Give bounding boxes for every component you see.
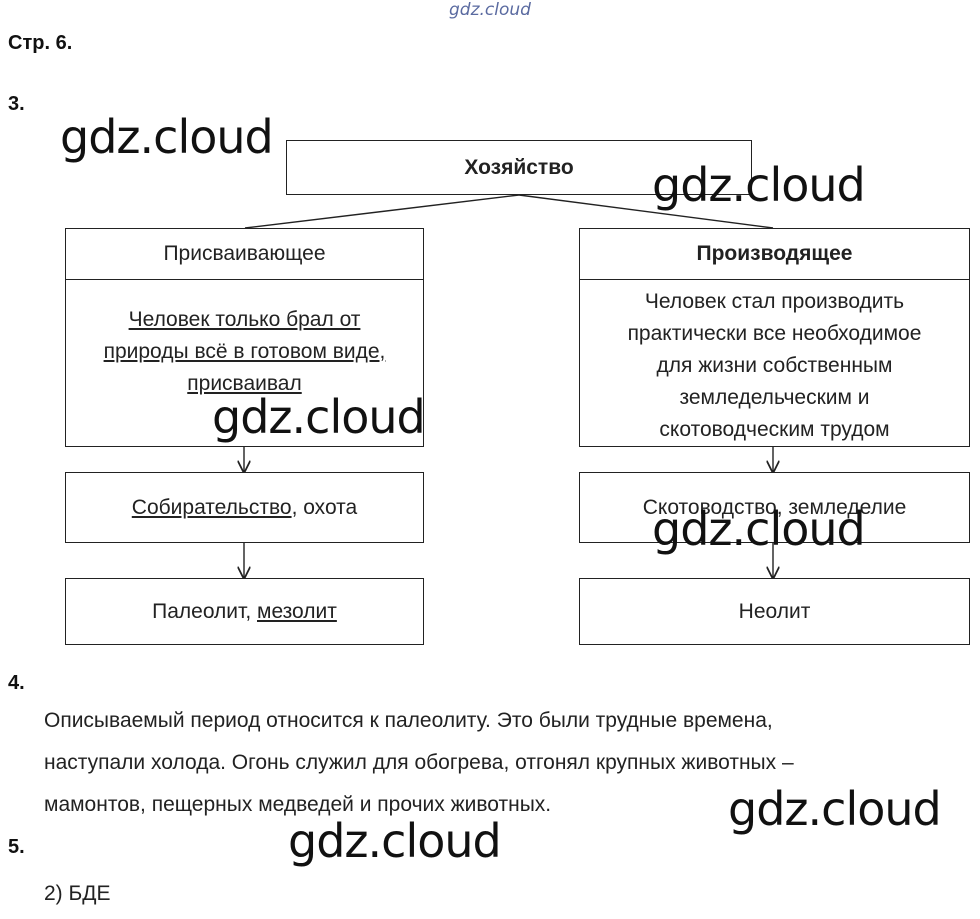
task-4-number: 4. (8, 672, 25, 694)
page-label: Стр. 6. (8, 32, 73, 54)
watermark: gdz.cloud (652, 158, 866, 212)
root-label: Хозяйство (464, 155, 574, 179)
connector-root-left (244, 194, 520, 229)
task-4-line: мамонтов, пещерных медведей и прочих жив… (44, 793, 552, 816)
task-5-answer: 2) БДЕ (44, 882, 111, 905)
task-5-number: 5. (8, 836, 25, 858)
root-box: Хозяйство (286, 140, 752, 195)
watermark: gdz.cloud (652, 502, 866, 556)
watermark: gdz.cloud (288, 814, 502, 868)
top-watermark: gdz.cloud (449, 0, 531, 20)
left-title-box: Присваивающее (65, 228, 424, 280)
left-period-plain: Палеолит, (152, 599, 257, 623)
left-description: Человек только брал от природы всё в гот… (103, 308, 386, 395)
right-desc-line: для жизни собственным (656, 354, 893, 377)
right-title-box: Производящее (579, 228, 970, 280)
left-activity-box: Собирательство, охота (65, 472, 424, 543)
right-desc-box: Человек стал производить практически все… (579, 279, 970, 447)
left-desc-box: Человек только брал от природы всё в гот… (65, 279, 424, 447)
right-desc-line: Человек стал производить (644, 290, 905, 313)
right-title: Производящее (696, 242, 853, 265)
right-desc-line: скотоводческим трудом (659, 418, 890, 441)
left-period-underlined: мезолит (257, 599, 337, 623)
left-period-box: Палеолит, мезолит (65, 578, 424, 645)
right-period: Неолит (738, 599, 811, 623)
task-4-line: Описываемый период относится к палеолиту… (44, 709, 773, 732)
task-4-text: Описываемый период относится к палеолиту… (44, 700, 944, 826)
left-title: Присваивающее (163, 242, 326, 265)
left-activity-underlined: Собирательство (131, 495, 292, 519)
right-period-box: Неолит (579, 578, 970, 645)
right-desc-line: практически все необходимое (627, 322, 922, 345)
right-desc-line: земледельческим и (679, 386, 870, 409)
task-3-number: 3. (8, 93, 25, 115)
right-activity-box: Скотоводство, земледелие (579, 472, 970, 543)
left-activity-rest: , охота (291, 495, 358, 519)
task-4-line: наступали холода. Огонь служил для обогр… (44, 751, 794, 774)
watermark: gdz.cloud (728, 782, 942, 836)
watermark: gdz.cloud (60, 110, 274, 164)
watermark: gdz.cloud (212, 390, 426, 444)
connector-root-right (518, 194, 774, 229)
right-activity: Скотоводство, земледелие (642, 495, 907, 519)
